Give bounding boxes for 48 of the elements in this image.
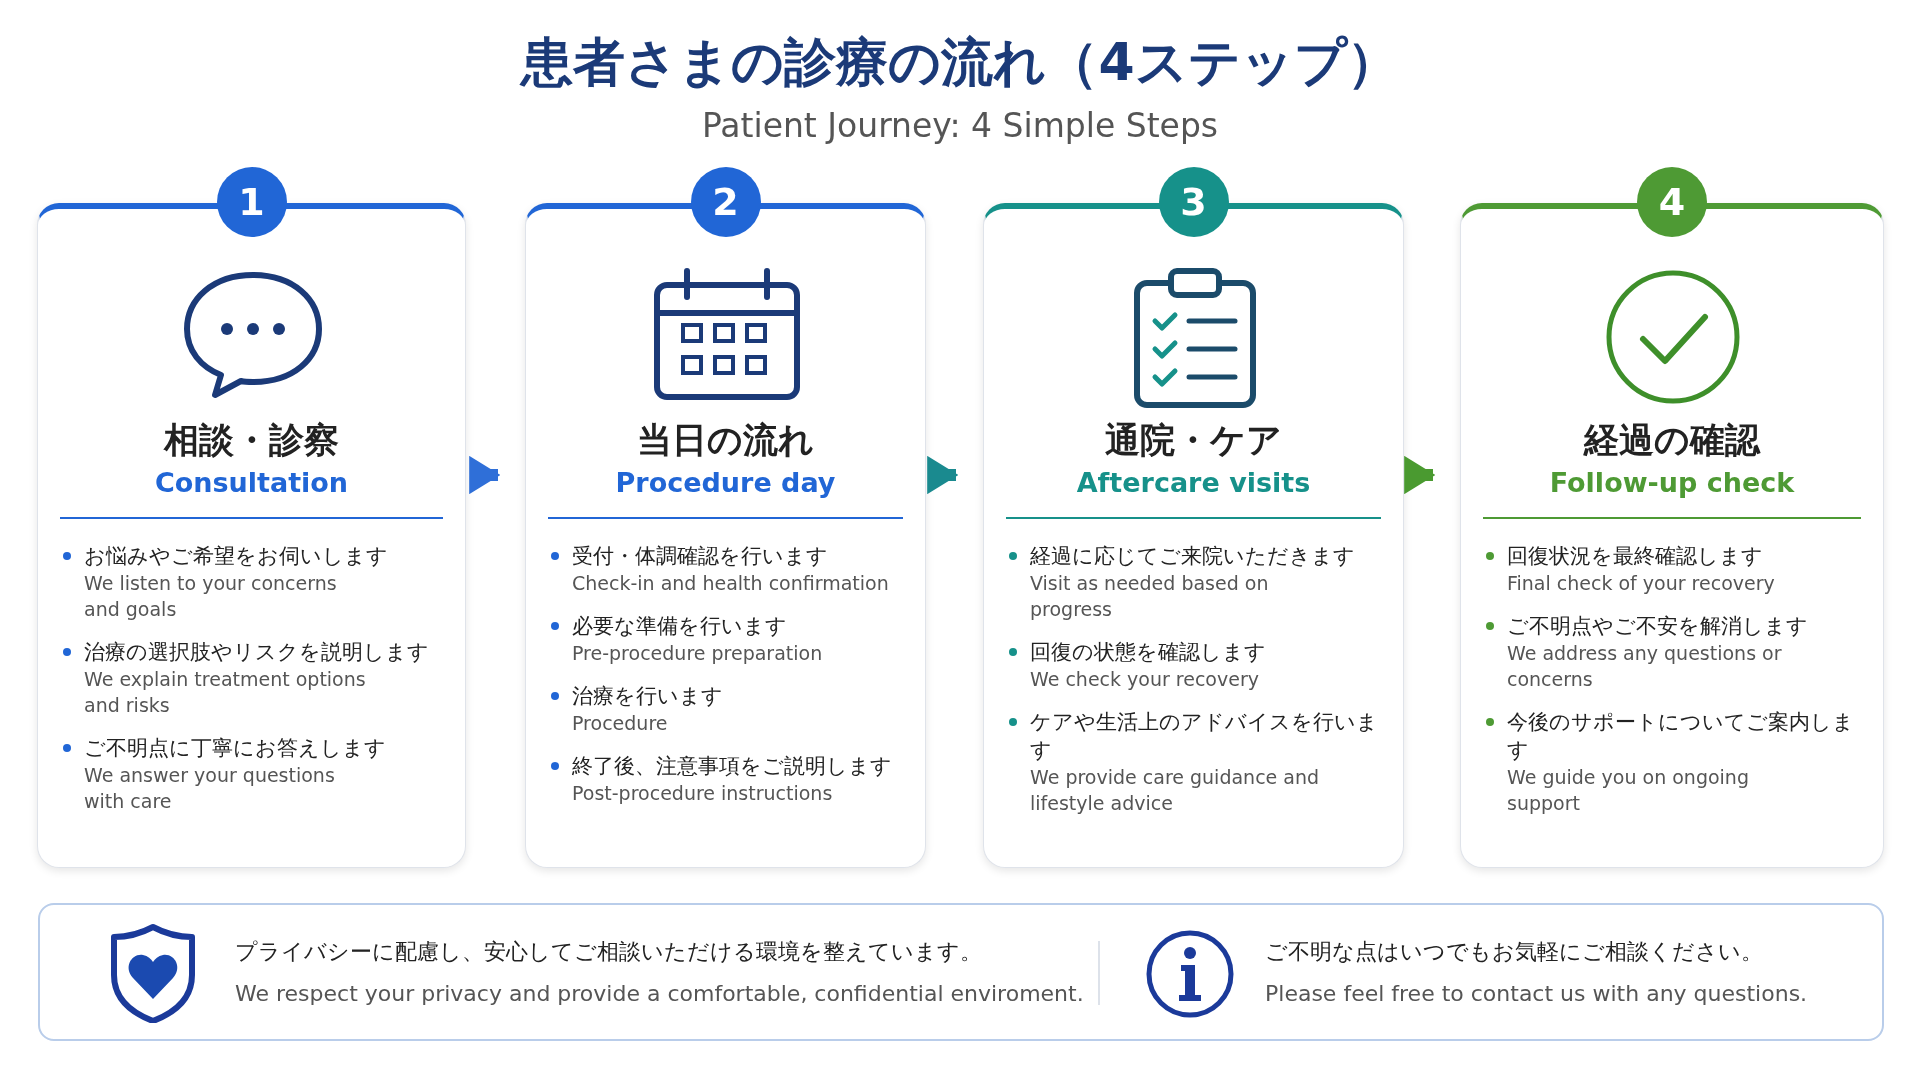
bullet-translation: We check your recovery: [1030, 667, 1260, 692]
bullet-translation: Visit as needed based on progress: [1030, 571, 1270, 622]
bullet-item: 治療を行います: [548, 682, 915, 710]
title: 患者さまの診療の流れ（4ステップ）: [518, 31, 1400, 94]
bullet-translation: We answer your questions with care: [84, 763, 336, 814]
subtitle: Patient Journey: 4 Simple Steps: [700, 106, 1220, 145]
arrow: [469, 455, 501, 495]
step-subtitle: Follow-up check: [1548, 467, 1796, 498]
step-title: 経過の確認: [1582, 419, 1762, 462]
step-number: 4: [1637, 167, 1707, 237]
bullet-translation: Final check of your recovery: [1507, 571, 1776, 596]
step-title: 通院・ケア: [1104, 419, 1283, 462]
arrow: [1404, 455, 1436, 495]
bullet-item: 経過に応じてご来院いただきます: [1006, 542, 1393, 570]
step-number: 2: [690, 167, 761, 237]
bullet-item: ご不明点に丁寧にお答えします: [60, 734, 455, 762]
bullet-translation: We explain treatment options and risks: [84, 667, 367, 718]
step-title: 当日の流れ: [636, 419, 815, 462]
step-subtitle: Procedure day: [614, 467, 837, 498]
note-text: ご不明な点はいつでもお気軽にご相談ください。: [1265, 938, 1763, 966]
bullet-translation: We address any questions or concerns: [1507, 641, 1783, 692]
arrow: [927, 455, 959, 495]
note-text: プライバシーに配慮し、安心してご相談いただける環境を整えています。: [235, 938, 982, 966]
bullet-item: 回復状況を最終確認します: [1483, 542, 1873, 570]
note-translation: Please feel free to contact us with any questions.: [1265, 981, 1808, 1006]
bullet-translation: Post-procedure instructions: [572, 781, 834, 806]
bullet-translation: Pre-procedure preparation: [572, 641, 824, 666]
note-translation: We respect your privacy and provide a comfortable, confidential enviroment.: [235, 981, 1084, 1006]
bullet-item: 回復の状態を確認します: [1006, 638, 1393, 666]
step-subtitle: Consultation: [153, 467, 350, 498]
bullet-item: 治療の選択肢やリスクを説明します: [60, 638, 455, 666]
bullet-item: 終了後、注意事項をご説明します: [548, 752, 915, 780]
step-number: 1: [216, 167, 287, 237]
info-panel: [38, 903, 1884, 1041]
bullet-item: ケアや生活上のアドバイスを行います: [1006, 708, 1393, 764]
step-subtitle: Aftercare visits: [1075, 467, 1312, 498]
bullet-item: ご不明点やご不安を解消します: [1483, 612, 1873, 640]
bullet-item: 必要な準備を行います: [548, 612, 915, 640]
bullet-translation: We guide you on ongoing support: [1507, 765, 1750, 816]
step-number: 3: [1158, 167, 1229, 237]
bullet-item: お悩みやご希望をお伺いします: [60, 542, 455, 570]
bullet-translation: We listen to your concerns and goals: [84, 571, 338, 622]
bullet-item: 受付・体調確認を行います: [548, 542, 915, 570]
step-title: 相談・診察: [162, 419, 340, 462]
bullet-translation: Check-in and health confirmation: [572, 571, 890, 596]
bullet-translation: We provide care guidance and lifestyle advice: [1030, 765, 1320, 816]
bullet-translation: Procedure: [572, 711, 669, 736]
bullet-item: 今後のサポートについてご案内します: [1483, 708, 1873, 764]
